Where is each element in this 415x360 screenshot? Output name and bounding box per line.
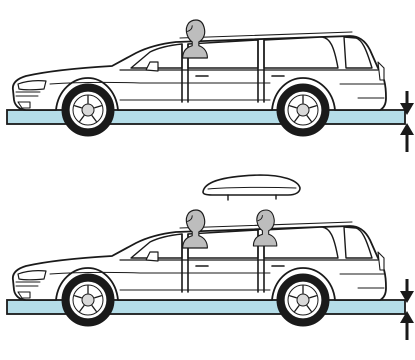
roof-box	[203, 175, 300, 200]
driver-figure	[183, 20, 208, 58]
scene-without-roof-box	[7, 20, 414, 152]
scene-with-roof-box	[7, 175, 414, 340]
driver-figure	[183, 210, 208, 248]
